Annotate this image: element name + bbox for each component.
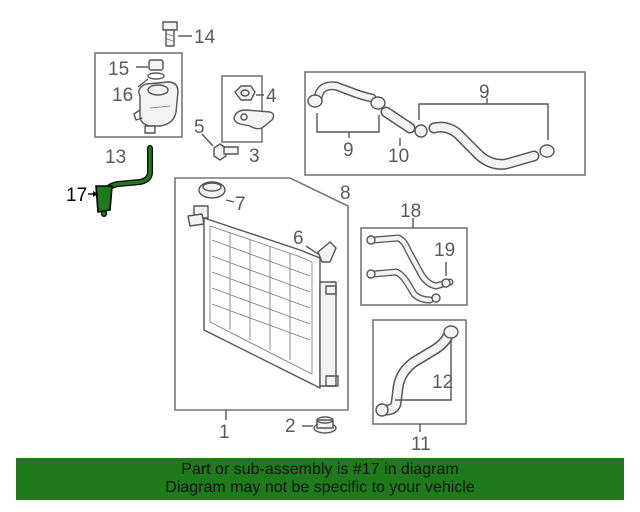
bolt-5: [201, 133, 239, 161]
callout-7: 7: [235, 194, 246, 215]
callout-8: 8: [340, 183, 351, 204]
callout-14: 14: [194, 27, 216, 48]
reservoir-tank: [133, 81, 179, 134]
bolt-14: [162, 21, 192, 47]
seal-16: [137, 72, 165, 88]
cap-15: [136, 59, 164, 71]
cap-7: [198, 181, 235, 203]
fitting-6: [305, 241, 337, 263]
nut-4: [234, 85, 264, 101]
hose-18: [366, 218, 454, 304]
footer-line-1: Part or sub-assembly is #17 in diagram: [181, 461, 459, 478]
callout-10: 10: [388, 146, 409, 167]
callout-9-right: 9: [479, 82, 490, 103]
hose-group-box-8: [304, 71, 586, 176]
hose-17-highlighted: [88, 145, 153, 217]
callout-17: 17: [66, 185, 87, 206]
reservoir-group-box: [94, 52, 183, 138]
callout-9-left: 9: [343, 140, 354, 161]
callout-6: 6: [293, 228, 304, 249]
callout-18: 18: [400, 201, 421, 222]
bracket-3: [233, 109, 275, 130]
callout-12: 12: [432, 372, 453, 393]
parts-diagram: 14 15 16 13 17 5 4: [66, 21, 586, 455]
callout-5: 5: [194, 117, 205, 138]
footer-line-2: Diagram may not be specific to your vehi…: [165, 479, 475, 496]
callout-13: 13: [105, 147, 126, 168]
callout-19: 19: [434, 240, 455, 261]
hose-9-right: [428, 121, 555, 170]
leaders-9: [316, 98, 549, 146]
callout-15: 15: [108, 59, 129, 80]
hose-10-upper: [313, 81, 416, 134]
footer-banner: Part or sub-assembly is #17 in diagram D…: [16, 458, 624, 500]
clamp-9-left: [307, 94, 428, 138]
radiator-group-box: [174, 177, 349, 411]
callout-2: 2: [285, 416, 296, 437]
callout-4: 4: [266, 86, 277, 107]
callout-1: 1: [219, 422, 230, 443]
hose-12: [375, 325, 459, 417]
callout-3: 3: [249, 146, 260, 167]
callout-11: 11: [411, 434, 431, 455]
bracket-group-box: [221, 75, 263, 143]
hose-group-box-18: [360, 227, 468, 306]
radiator-1: [187, 205, 339, 389]
callout-16: 16: [112, 85, 133, 106]
plug-2: [302, 416, 337, 434]
